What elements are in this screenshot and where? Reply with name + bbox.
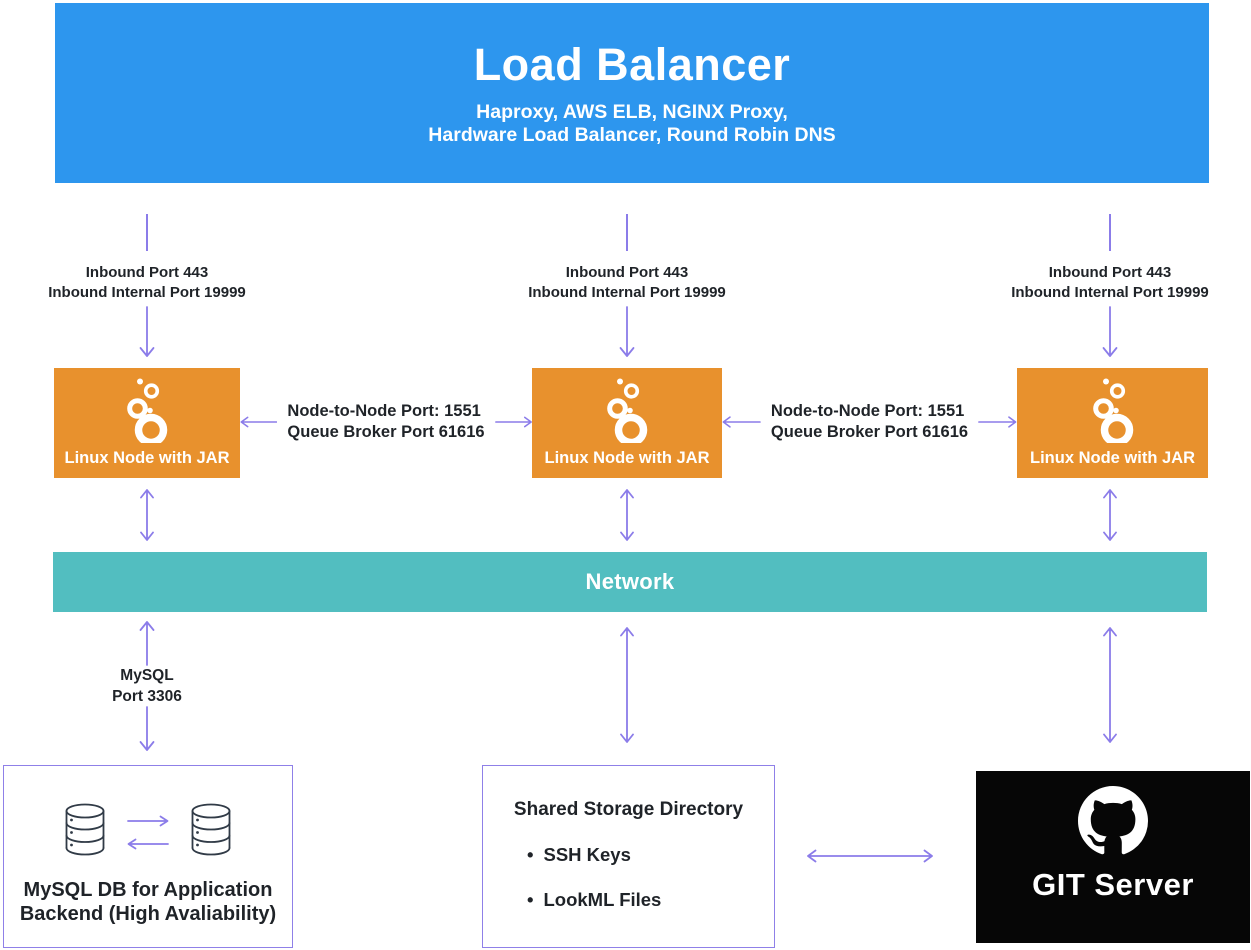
git-server-label: GIT Server: [1032, 867, 1194, 902]
load-balancer-subtitle-line2: Hardware Load Balancer, Round Robin DNS: [428, 124, 836, 146]
arrow-down-icon: [1102, 306, 1118, 357]
inbound-ports-line2: Inbound Internal Port 19999: [1011, 283, 1209, 301]
connector-line: [626, 214, 628, 251]
arrow-up-down-icon: [1103, 489, 1117, 541]
looker-icon: [1092, 378, 1133, 443]
git-server-box: GIT Server: [976, 771, 1250, 943]
inbound-ports-line1: Inbound Port 443: [565, 264, 689, 281]
inbound-ports-label: Inbound Port 443 Inbound Internal Port 1…: [970, 263, 1250, 303]
replication-arrows: [127, 815, 169, 850]
mysql-db-caption: MySQL DB for Application Backend (High A…: [20, 878, 276, 927]
shared-storage-box: Shared Storage Directory • SSH Keys • Lo…: [482, 765, 775, 948]
database-icon: [65, 803, 105, 856]
linux-node-label: Linux Node with JAR: [1030, 449, 1195, 467]
arrow-right-icon: [127, 815, 169, 826]
node-link-label: Node-to-Node Port: 1551 Queue Broker Por…: [287, 401, 484, 443]
arrow-down-icon: [619, 306, 635, 357]
node-link-group-2: Node-to-Node Port: 1551 Queue Broker Por…: [722, 401, 1017, 443]
node-link-line1: Node-to-Node Port: 1551: [770, 402, 965, 420]
mysql-port-label: MySQL Port 3306: [67, 666, 227, 708]
inbound-ports-line1: Inbound Port 443: [1048, 264, 1172, 281]
linux-node-box-1: Linux Node with JAR: [54, 368, 240, 478]
linux-node-label: Linux Node with JAR: [64, 449, 230, 467]
connector-line: [1109, 214, 1111, 251]
inbound-ports-label: Inbound Port 443 Inbound Internal Port 1…: [7, 263, 287, 303]
node-link-line2: Queue Broker Port 61616: [287, 423, 485, 442]
arrow-down-icon: [139, 306, 155, 357]
mysql-port-line2: Port 3306: [112, 687, 182, 705]
database-icon: [191, 803, 231, 856]
linux-node-box-3: Linux Node with JAR: [1017, 368, 1208, 478]
github-icon: [1078, 786, 1148, 855]
mysql-db-caption-line1: MySQL DB for Application: [23, 879, 273, 901]
mysql-replication-row: [63, 802, 233, 858]
node-link-label: Node-to-Node Port: 1551 Queue Broker Por…: [771, 401, 968, 443]
network-label: Network: [585, 569, 675, 594]
load-balancer-box: Load Balancer Haproxy, AWS ELB, NGINX Pr…: [55, 3, 1209, 183]
inbound-ports-line2: Inbound Internal Port 19999: [528, 283, 726, 301]
mysql-port-line1: MySQL: [120, 667, 174, 684]
inbound-ports-label: Inbound Port 443 Inbound Internal Port 1…: [487, 263, 767, 303]
mysql-db-box: MySQL DB for Application Backend (High A…: [3, 765, 293, 948]
mysql-db-caption-line2: Backend (High Avaliability): [19, 903, 277, 926]
looker-icon: [607, 378, 648, 443]
arrow-up-down-icon: [1103, 627, 1117, 743]
storage-bullet-ssh-keys: • SSH Keys: [527, 844, 774, 866]
load-balancer-subtitle-line1: Haproxy, AWS ELB, NGINX Proxy,: [476, 101, 788, 123]
shared-storage-title: Shared Storage Directory: [513, 799, 744, 820]
looker-icon: [127, 378, 168, 443]
bullet-icon: •: [527, 844, 534, 865]
arrow-down-icon: [139, 706, 155, 751]
linux-node-label: Linux Node with JAR: [544, 449, 710, 467]
arrow-up-icon: [139, 621, 155, 666]
arrow-left-icon: [722, 416, 761, 428]
node-link-line2: Queue Broker Port 61616: [770, 423, 969, 442]
arrow-left-icon: [240, 416, 278, 428]
bullet-icon: •: [527, 889, 534, 910]
storage-bullet-lookml-files: • LookML Files: [527, 889, 774, 911]
arrow-right-icon: [494, 416, 532, 428]
storage-bullet-label: SSH Keys: [543, 844, 631, 865]
node-link-group-1: Node-to-Node Port: 1551 Queue Broker Por…: [240, 401, 532, 443]
connector-line: [146, 214, 148, 251]
load-balancer-title: Load Balancer: [473, 39, 791, 90]
network-bar: Network: [53, 552, 1207, 612]
arrow-up-down-icon: [620, 627, 634, 743]
arrow-right-icon: [978, 416, 1017, 428]
arrow-up-down-icon: [140, 489, 154, 541]
arrow-left-icon: [127, 838, 169, 849]
storage-bullet-label: LookML Files: [543, 889, 662, 910]
inbound-ports-line2: Inbound Internal Port 19999: [48, 283, 246, 301]
inbound-ports-line1: Inbound Port 443: [85, 264, 209, 281]
arrow-left-right-icon: [807, 849, 933, 863]
arrow-up-down-icon: [620, 489, 634, 541]
node-link-line1: Node-to-Node Port: 1551: [287, 402, 481, 420]
linux-node-box-2: Linux Node with JAR: [532, 368, 722, 478]
